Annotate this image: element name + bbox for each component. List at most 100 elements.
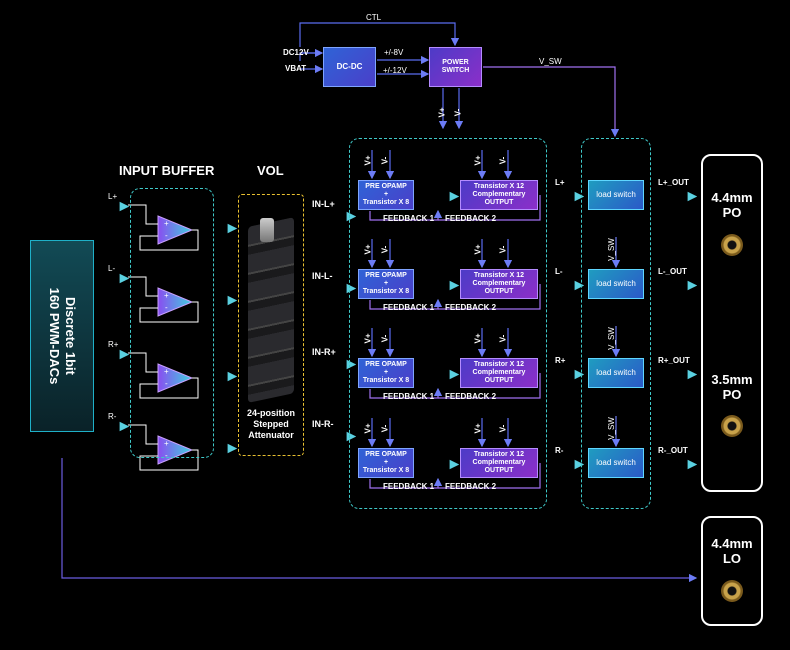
feedback2-label: FEEDBACK 2	[445, 303, 497, 312]
supply-label-vminus: V-	[498, 424, 508, 433]
switch-out-label-2: R+_OUT	[658, 356, 690, 365]
opamp-minus-label: -	[165, 379, 168, 388]
pre-opamp-block-0: PRE OPAMP+Transistor X 8	[358, 180, 414, 210]
switch-out-label-3: R-_OUT	[658, 446, 688, 455]
supply-label-vminus: V-	[380, 156, 390, 165]
buffer-feedback-wire	[139, 377, 199, 399]
ctl-wire	[299, 22, 460, 47]
load-switch-block-0: load switch	[588, 180, 644, 210]
po-35-line2: PO	[722, 387, 742, 402]
pre-opamp-line: +	[383, 191, 389, 198]
pre-opamp-block-1: PRE OPAMP+Transistor X 8	[358, 269, 414, 299]
input-label-3: R-	[108, 412, 117, 421]
opamp-plus-label: +	[164, 367, 169, 376]
input-buffer-group	[130, 188, 214, 458]
pre-opamp-block-2: PRE OPAMP+Transistor X 8	[358, 358, 414, 388]
opamp-triangle-icon	[157, 215, 194, 245]
attenuator-line1: 24-position	[246, 408, 295, 418]
feedback1-loop	[369, 209, 443, 221]
load-switch-block-3: load switch	[588, 448, 644, 478]
output-stage-line: Transistor X 12	[473, 272, 525, 279]
vminus-top-label: V-	[453, 108, 463, 117]
v8-label: +/-8V	[384, 48, 404, 57]
po-35-line1: 3.5mm	[711, 372, 753, 387]
vbat-label: VBAT	[285, 64, 307, 73]
feedback2-label: FEEDBACK 2	[445, 392, 497, 401]
feedback1-label: FEEDBACK 1	[383, 214, 435, 223]
pre-opamp-line: Transistor X 8	[362, 288, 410, 295]
pre-opamp-line: Transistor X 8	[362, 199, 410, 206]
vol-out-label-0: IN-L+	[312, 199, 335, 209]
opamp-plus-label: +	[164, 219, 169, 228]
pre-opamp-line: PRE OPAMP	[365, 272, 407, 279]
dac-line1: Discrete 1bit	[63, 296, 78, 376]
amp-out-label-1: L-	[555, 267, 563, 276]
supply-label-vminus: V-	[498, 245, 508, 254]
v-sw-label: V_SW	[539, 57, 562, 66]
pre-opamp-line: +	[383, 459, 389, 466]
output-stage-line: Complementary	[472, 191, 526, 198]
load-switch-block-1: load switch	[588, 269, 644, 299]
v12-label: +/-12V	[383, 66, 407, 75]
input-label-1: L-	[108, 264, 116, 273]
volume-group	[238, 194, 304, 456]
opamp-minus-label: -	[165, 231, 168, 240]
lo-panel: 4.4mm LO	[701, 516, 763, 626]
output-stage-line: OUTPUT	[484, 199, 514, 206]
input-label-2: R+	[108, 340, 119, 349]
line-out-wire	[61, 458, 698, 583]
v-sw-row-label: V_SW	[606, 327, 616, 350]
buffer-feedback-wire	[139, 449, 199, 471]
buffer-input-wire	[128, 424, 158, 445]
output-stage-line: OUTPUT	[484, 467, 514, 474]
vplus-top-label: V+	[437, 107, 447, 118]
opamp-triangle-icon	[157, 363, 194, 393]
supply-label-vplus: V+	[473, 423, 483, 434]
pre-opamp-line: +	[383, 280, 389, 287]
supply-label-vminus: V-	[380, 245, 390, 254]
vol-out-label-1: IN-L-	[312, 271, 333, 281]
attenuator-label: 24-position Stepped Attenuator	[238, 408, 304, 441]
dc-dc-block: DC-DC	[323, 47, 376, 87]
output-stage-line: Complementary	[472, 280, 526, 287]
po-44-line2: PO	[722, 205, 742, 220]
po-44-line1: 4.4mm	[711, 190, 753, 205]
v-sw-row-label: V_SW	[606, 417, 616, 440]
vol-title: VOL	[257, 163, 284, 178]
buffer-feedback-wire	[139, 229, 199, 251]
output-stage-line: Transistor X 12	[473, 183, 525, 190]
v-sw-main-wire	[483, 66, 620, 138]
feedback2-label: FEEDBACK 2	[445, 214, 497, 223]
opamp-minus-label: -	[165, 303, 168, 312]
ctl-label: CTL	[366, 13, 382, 22]
po-44-label: 4.4mm PO	[703, 190, 761, 220]
pre-opamp-line: Transistor X 8	[362, 467, 410, 474]
supply-label-vplus: V+	[363, 423, 373, 434]
opamp-plus-label: +	[164, 291, 169, 300]
power-switch-line2: SWITCH	[441, 67, 470, 74]
feedback2-loop	[438, 463, 541, 489]
load-switch-block-2: load switch	[588, 358, 644, 388]
feedback1-label: FEEDBACK 1	[383, 303, 435, 312]
supply-label-vminus: V-	[498, 334, 508, 343]
supply-label-vplus: V+	[473, 155, 483, 166]
output-stage-line: Complementary	[472, 459, 526, 466]
po-35-label: 3.5mm PO	[703, 372, 761, 402]
supply-label-vminus: V-	[380, 334, 390, 343]
lo-44-label: 4.4mm LO	[703, 536, 761, 566]
po-35-jack-icon	[721, 415, 743, 437]
dc12v-label: DC12V	[283, 48, 309, 57]
load-switch-group	[581, 138, 651, 509]
supply-label-vminus: V-	[380, 424, 390, 433]
output-stage-line: Transistor X 12	[473, 361, 525, 368]
feedback2-loop	[438, 284, 541, 310]
dac-line2: 160 PWM-DACs	[47, 287, 62, 385]
feedback1-loop	[369, 477, 443, 489]
supply-label-vplus: V+	[363, 244, 373, 255]
power-switch-block: POWER SWITCH	[429, 47, 482, 87]
lo-44-jack-icon	[721, 580, 743, 602]
